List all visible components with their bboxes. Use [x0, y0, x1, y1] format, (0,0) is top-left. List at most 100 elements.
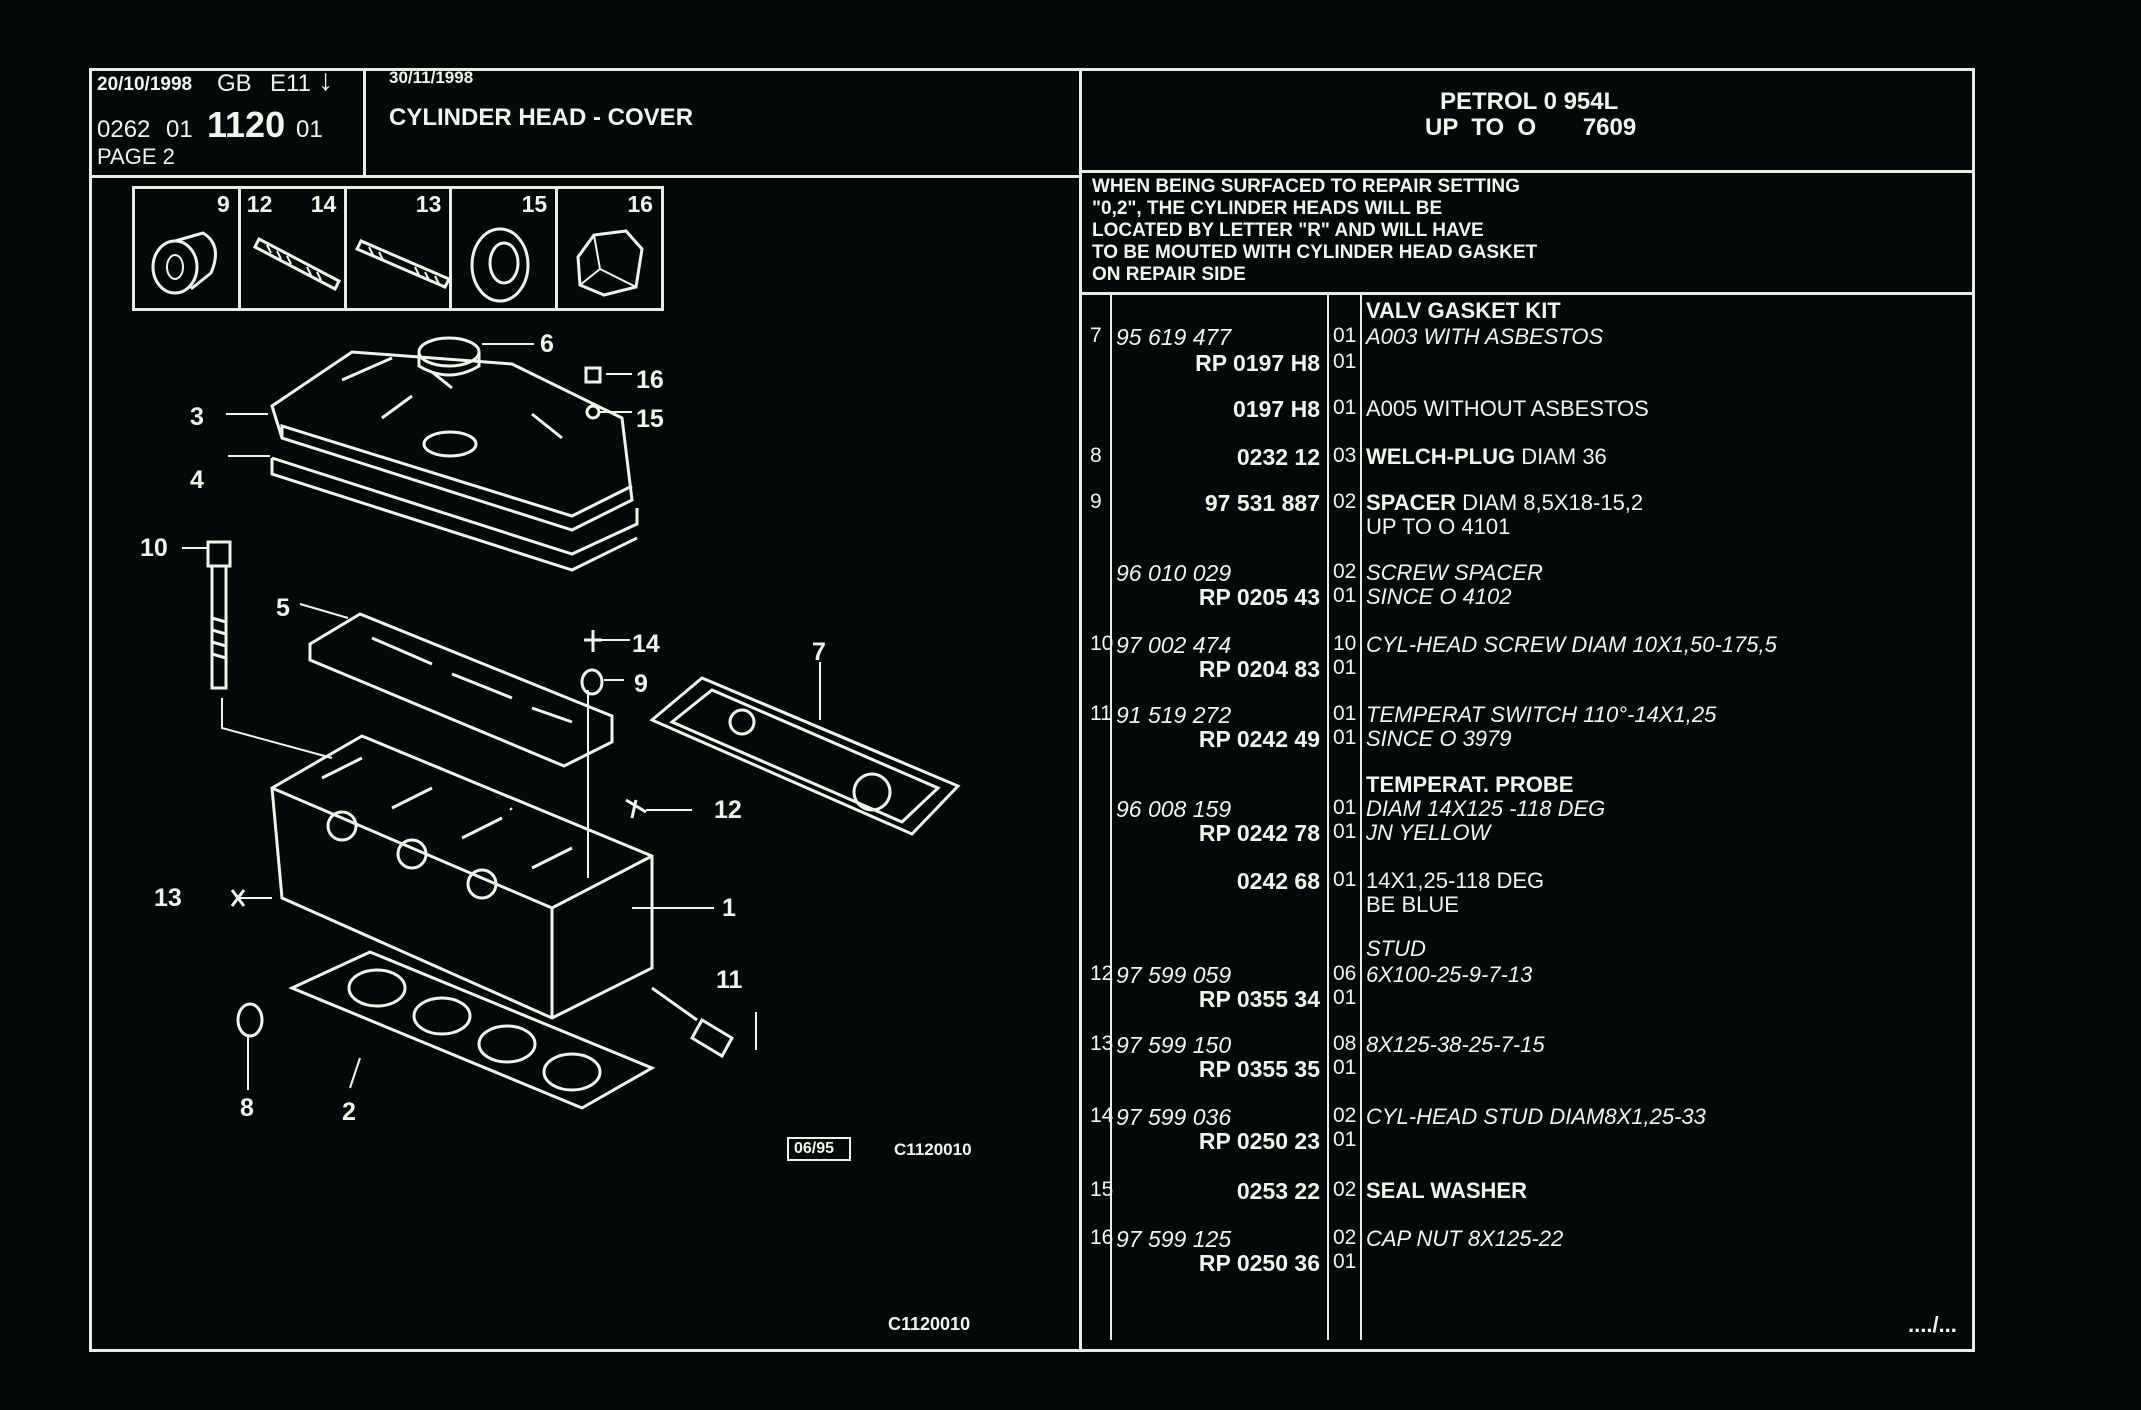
oil-filler-cap-icon: [417, 336, 481, 377]
thumb-label: 13: [415, 191, 442, 217]
row-code: RP 0197 H8: [1195, 350, 1320, 376]
note-line: TO BE MOUTED WITH CYLINDER HEAD GASKET: [1092, 242, 1538, 263]
header-edition: E11: [270, 70, 311, 97]
callout-6: 6: [540, 330, 554, 358]
row-ref: 10: [1090, 632, 1114, 655]
row-ref: 7: [1090, 324, 1102, 347]
callout-14: 14: [632, 630, 660, 658]
row-qty: 01: [1333, 702, 1357, 725]
callout-12: 12: [714, 796, 742, 824]
header-page: PAGE 2: [97, 144, 175, 169]
desc-detail: DIAM 36: [1521, 444, 1607, 469]
rocker-gasket-icon: [308, 612, 614, 768]
thumb-label: 9: [217, 191, 230, 217]
spacer-icon: [151, 231, 217, 295]
header-section: 1120: [207, 104, 286, 145]
row-description: SEAL WASHER: [1366, 1178, 1527, 1203]
callout-16: 16: [636, 366, 664, 394]
row-qty: 01: [1333, 796, 1357, 819]
row-description: CAP NUT 8X125-22: [1366, 1226, 1564, 1251]
row-part-number: 91 519 272: [1116, 702, 1232, 728]
row-description: A003 WITH ASBESTOS: [1366, 324, 1604, 349]
note-line: ON REPAIR SIDE: [1092, 264, 1246, 285]
cover-gasket-icon: [270, 456, 639, 572]
row-qty: 08: [1333, 1032, 1357, 1055]
header-country: GB: [217, 70, 252, 97]
head-gasket-icon: [288, 950, 656, 1110]
callout-4: 4: [190, 466, 204, 494]
cap-nut-small-icon: [584, 366, 602, 384]
row-qty: 01: [1333, 820, 1357, 843]
header-date: 20/10/1998: [97, 74, 193, 95]
row-code: RP 0242 49: [1198, 726, 1320, 752]
row-part-number: 96 008 159: [1116, 796, 1232, 822]
row-part-number: 96 010 029: [1116, 560, 1232, 586]
header-date2: 30/11/1998: [389, 68, 474, 87]
row-qty: 01: [1333, 726, 1357, 749]
header-divider-vertical: [1079, 68, 1082, 1352]
row-code: 0253 22: [1236, 1178, 1320, 1204]
row-description: SINCE O 3979: [1366, 726, 1512, 751]
row-qty: 01: [1333, 1128, 1357, 1151]
row-code: 0197 H8: [1233, 396, 1320, 422]
row-qty: 02: [1333, 1178, 1357, 1201]
diagram-stamp: 06/95: [794, 1140, 835, 1157]
row-part-number: 97 002 474: [1116, 632, 1232, 658]
callout-5: 5: [276, 594, 290, 622]
stamp-box: [787, 1137, 851, 1161]
row-qty: 02: [1333, 560, 1357, 583]
thumb-12-14: 12 14: [241, 189, 347, 308]
seal-washer-small-icon: [585, 404, 601, 420]
row-description: 8X125-38-25-7-15: [1366, 1032, 1545, 1057]
row-qty: 03: [1333, 444, 1357, 467]
row-code: 0242 68: [1236, 868, 1320, 894]
row-description: SINCE O 4102: [1366, 584, 1512, 609]
thumb-label: 16: [627, 191, 653, 217]
row-qty: 01: [1333, 396, 1357, 419]
cylinder-head-bolt-icon: [206, 540, 232, 690]
thumb-16: 16: [558, 189, 661, 308]
callout-9: 9: [634, 670, 648, 698]
row-description: UP TO O 4101: [1366, 514, 1511, 539]
row-ref: 9: [1090, 490, 1102, 513]
row-description: VALV GASKET KIT: [1366, 298, 1561, 323]
row-qty: 01: [1333, 1056, 1357, 1079]
row-code: 97 531 887: [1204, 490, 1320, 516]
row-code: RP 0250 36: [1198, 1250, 1320, 1276]
table-col-line-1: [1110, 292, 1112, 1340]
note-line: WHEN BEING SURFACED TO REPAIR SETTING: [1092, 176, 1520, 197]
page-title: CYLINDER HEAD - COVER: [389, 104, 694, 131]
catalog-frame: [89, 68, 1975, 1352]
row-part-number: 97 599 059: [1116, 962, 1232, 988]
gasket-kit-plate-icon: [649, 676, 961, 836]
row-code: RP 0205 43: [1198, 584, 1320, 610]
row-ref: 8: [1090, 444, 1102, 467]
footer-code: C1120010: [888, 1314, 971, 1334]
row-description: CYL-HEAD STUD DIAM8X1,25-33: [1366, 1104, 1706, 1129]
row-qty: 06: [1333, 962, 1357, 985]
row-code: RP 0355 35: [1198, 1056, 1320, 1082]
thumb-13: 13: [347, 189, 453, 308]
desc-keyword: SPACER: [1366, 490, 1463, 515]
callout-15: 15: [636, 405, 664, 433]
row-qty: 01: [1333, 868, 1357, 891]
row-code: 0232 12: [1236, 444, 1320, 470]
row-description: BE BLUE: [1366, 892, 1459, 917]
callout-2: 2: [342, 1098, 356, 1126]
row-code: RP 0242 78: [1198, 820, 1320, 846]
row-qty: 10: [1333, 632, 1357, 655]
spacer-small-icon: [580, 668, 604, 696]
row-description: SPACER DIAM 8,5X18-15,2: [1366, 490, 1643, 516]
thumb-9: 9: [135, 189, 241, 308]
row-part-number: 97 599 125: [1116, 1226, 1232, 1252]
row-part-number: 97 599 150: [1116, 1032, 1232, 1058]
row-qty: 01: [1333, 350, 1357, 373]
temperature-switch-icon: [651, 986, 735, 1059]
header-bottom-left: [89, 175, 1081, 178]
row-description: TEMPERAT. PROBE: [1366, 772, 1574, 797]
row-description: A005 WITHOUT ASBESTOS: [1366, 396, 1649, 421]
row-ref: 13: [1090, 1032, 1114, 1055]
part-thumbnails: 9 12 14 13 15 16: [132, 186, 664, 311]
row-description: SCREW SPACER: [1366, 560, 1543, 585]
row-description: TEMPERAT SWITCH 110°-14X1,25: [1366, 702, 1717, 727]
